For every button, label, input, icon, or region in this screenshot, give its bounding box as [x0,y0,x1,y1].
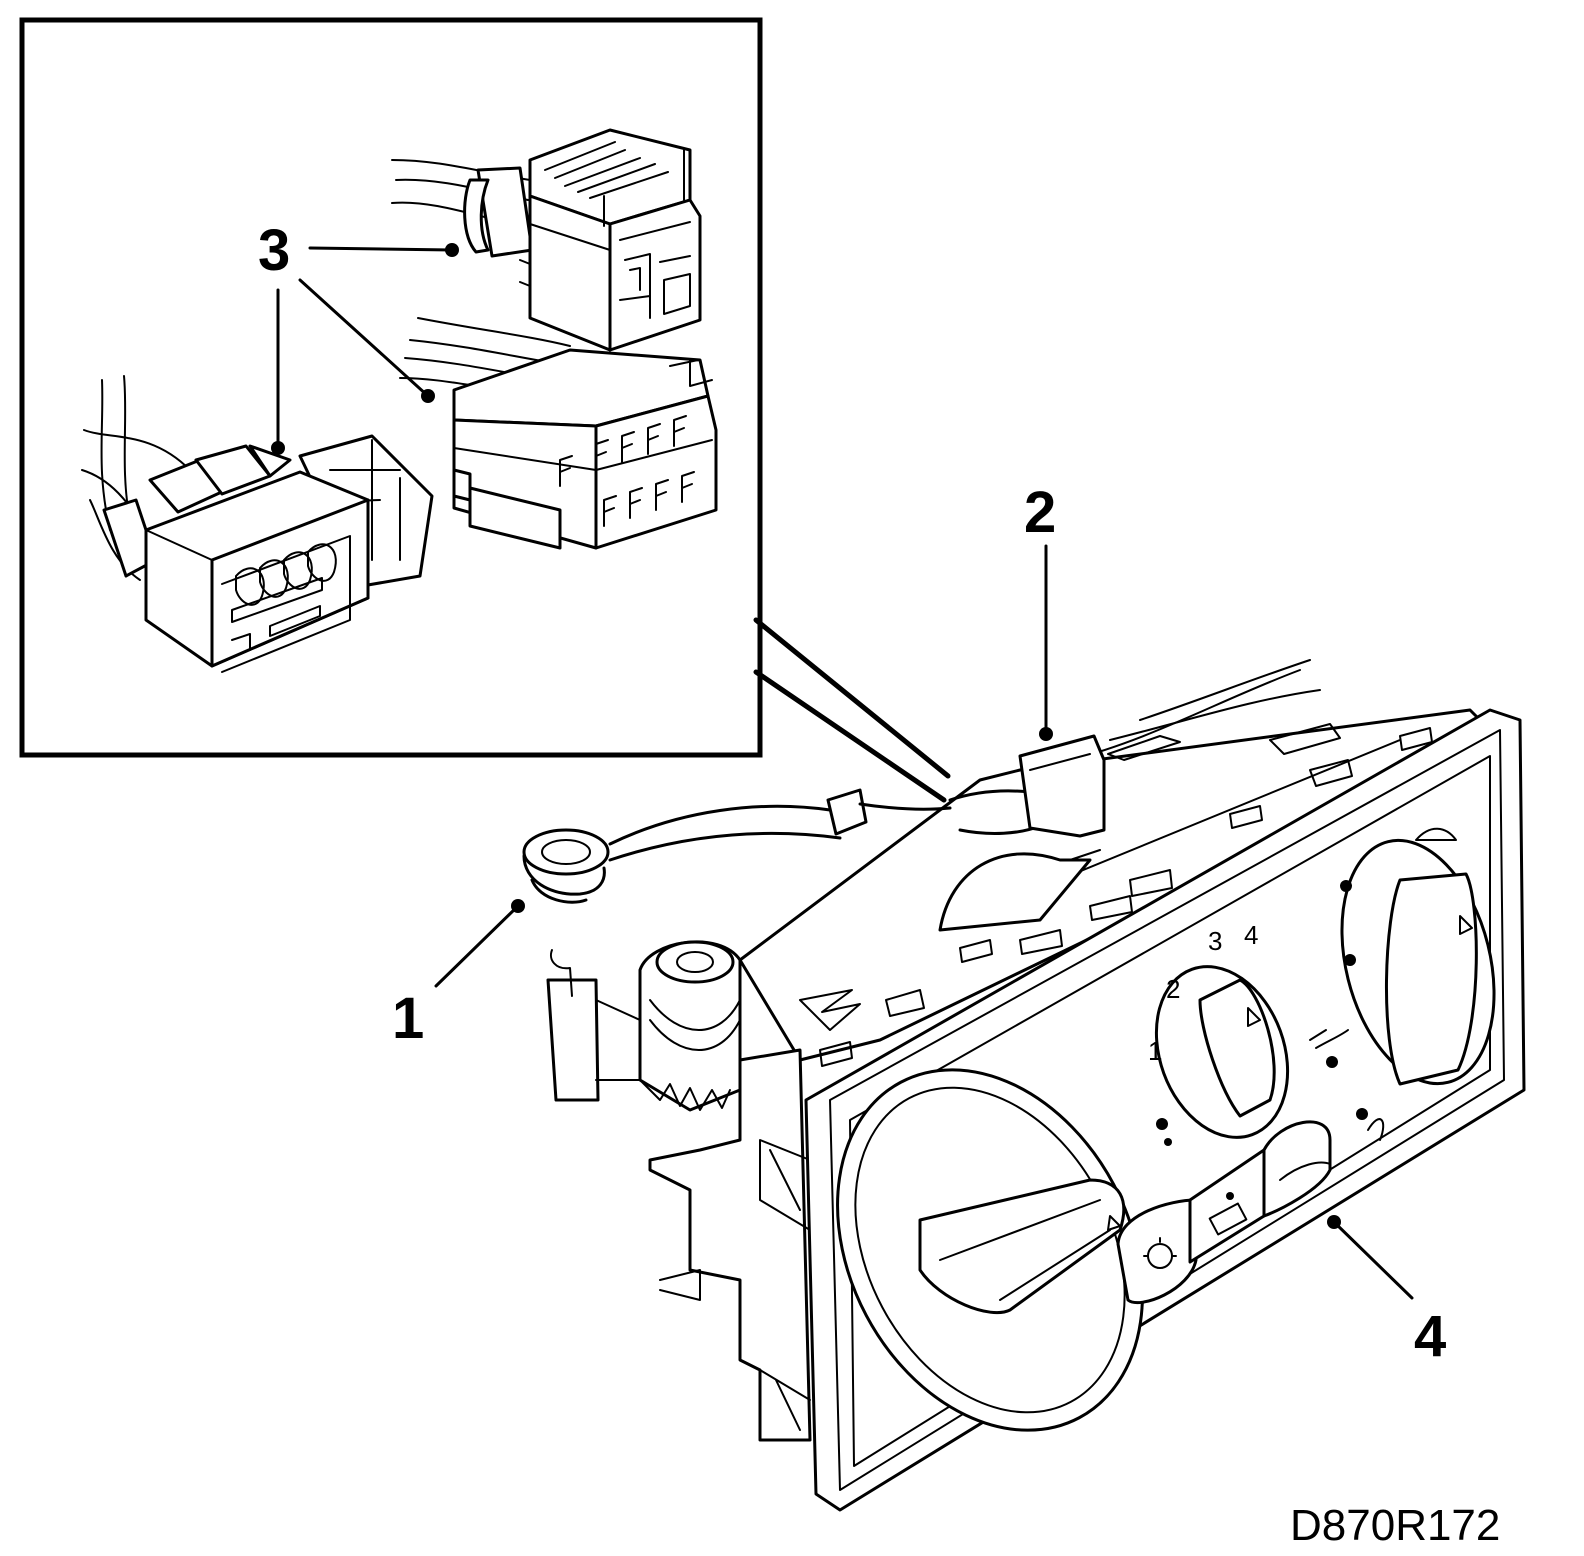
callout-3-upper: 3 [258,218,290,283]
heater-control-unit: 1 2 3 4 [546,659,1526,1512]
callout-1: 1 [392,986,424,1051]
upper-connector [391,128,702,352]
fan-label-2: 2 [1166,974,1180,1004]
fan-label-3: 3 [1208,926,1222,956]
cable-gear-assembly [546,940,742,1112]
callout-3-leaders [271,243,459,455]
fan-label-4: 4 [1244,920,1258,950]
inset-zoom-lines [753,617,951,803]
middle-connector [399,317,718,550]
fan-label-1: 1 [1148,1036,1162,1066]
figure-reference: D870R172 [1290,1501,1500,1550]
main-callout-leaders [434,544,1414,1300]
connector-detail-inset: 3 [19,17,763,758]
callout-4: 4 [1414,1304,1446,1369]
wiring-harness [948,734,1106,838]
push-buttons [1116,1120,1332,1305]
fan-speed-dial: 1 2 3 4 [1148,920,1290,1146]
ring-terminal [522,788,952,904]
lower-left-connector [81,375,434,673]
callout-2: 2 [1024,480,1056,545]
large-right-dial [1309,827,1496,1141]
large-left-dial [836,1068,1144,1432]
f-terminals [559,415,695,527]
